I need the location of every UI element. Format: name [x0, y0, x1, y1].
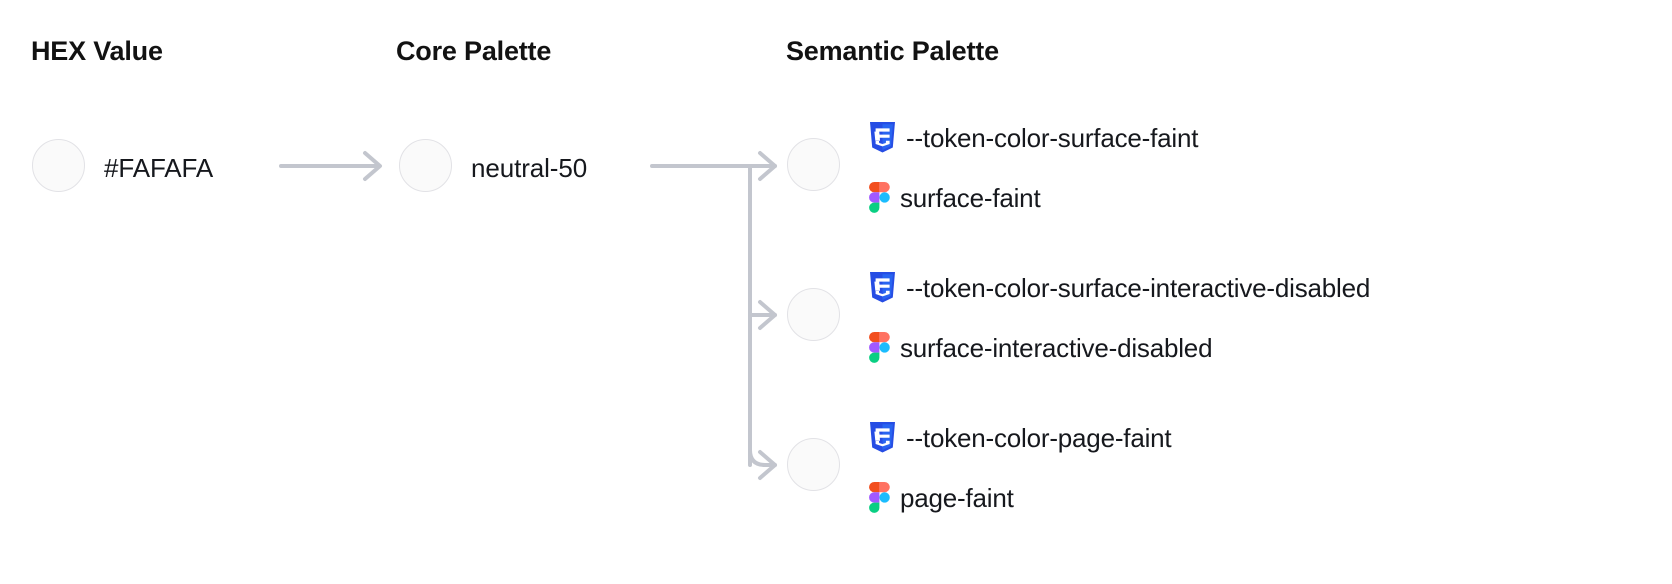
swatch-semantic-0 [787, 138, 840, 191]
semantic-token-figma-0: surface-faint [869, 182, 1041, 213]
css3-icon [869, 272, 896, 303]
hex-value-label: #FAFAFA [104, 153, 214, 183]
column-title-semantic-palette: Semantic Palette [786, 36, 999, 66]
css3-icon [869, 122, 896, 153]
figma-icon [869, 482, 890, 513]
swatch-semantic-2 [787, 438, 840, 491]
swatch-hex-value [32, 139, 85, 192]
semantic-token-css-2: --token-color-page-faint [869, 422, 1172, 453]
semantic-token-css-1: --token-color-surface-interactive-disabl… [869, 272, 1370, 303]
column-title-core-palette: Core Palette [396, 36, 552, 66]
semantic-token-figma-label-2: page-faint [900, 482, 1014, 513]
semantic-token-css-label-1: --token-color-surface-interactive-disabl… [906, 272, 1371, 303]
swatch-core-palette [399, 139, 452, 192]
semantic-token-figma-2: page-faint [869, 482, 1014, 513]
column-title-hex-value: HEX Value [31, 36, 163, 66]
semantic-token-css-label-0: --token-color-surface-faint [906, 122, 1199, 153]
semantic-token-figma-1: surface-interactive-disabled [869, 332, 1213, 363]
css3-icon [869, 422, 896, 453]
semantic-token-figma-label-0: surface-faint [900, 182, 1041, 213]
semantic-token-figma-label-1: surface-interactive-disabled [900, 332, 1213, 363]
figma-icon [869, 332, 890, 363]
semantic-token-css-0: --token-color-surface-faint [869, 122, 1198, 153]
figma-icon [869, 182, 890, 213]
core-palette-label: neutral-50 [471, 153, 588, 183]
semantic-token-css-label-2: --token-color-page-faint [906, 422, 1172, 453]
swatch-semantic-1 [787, 288, 840, 341]
